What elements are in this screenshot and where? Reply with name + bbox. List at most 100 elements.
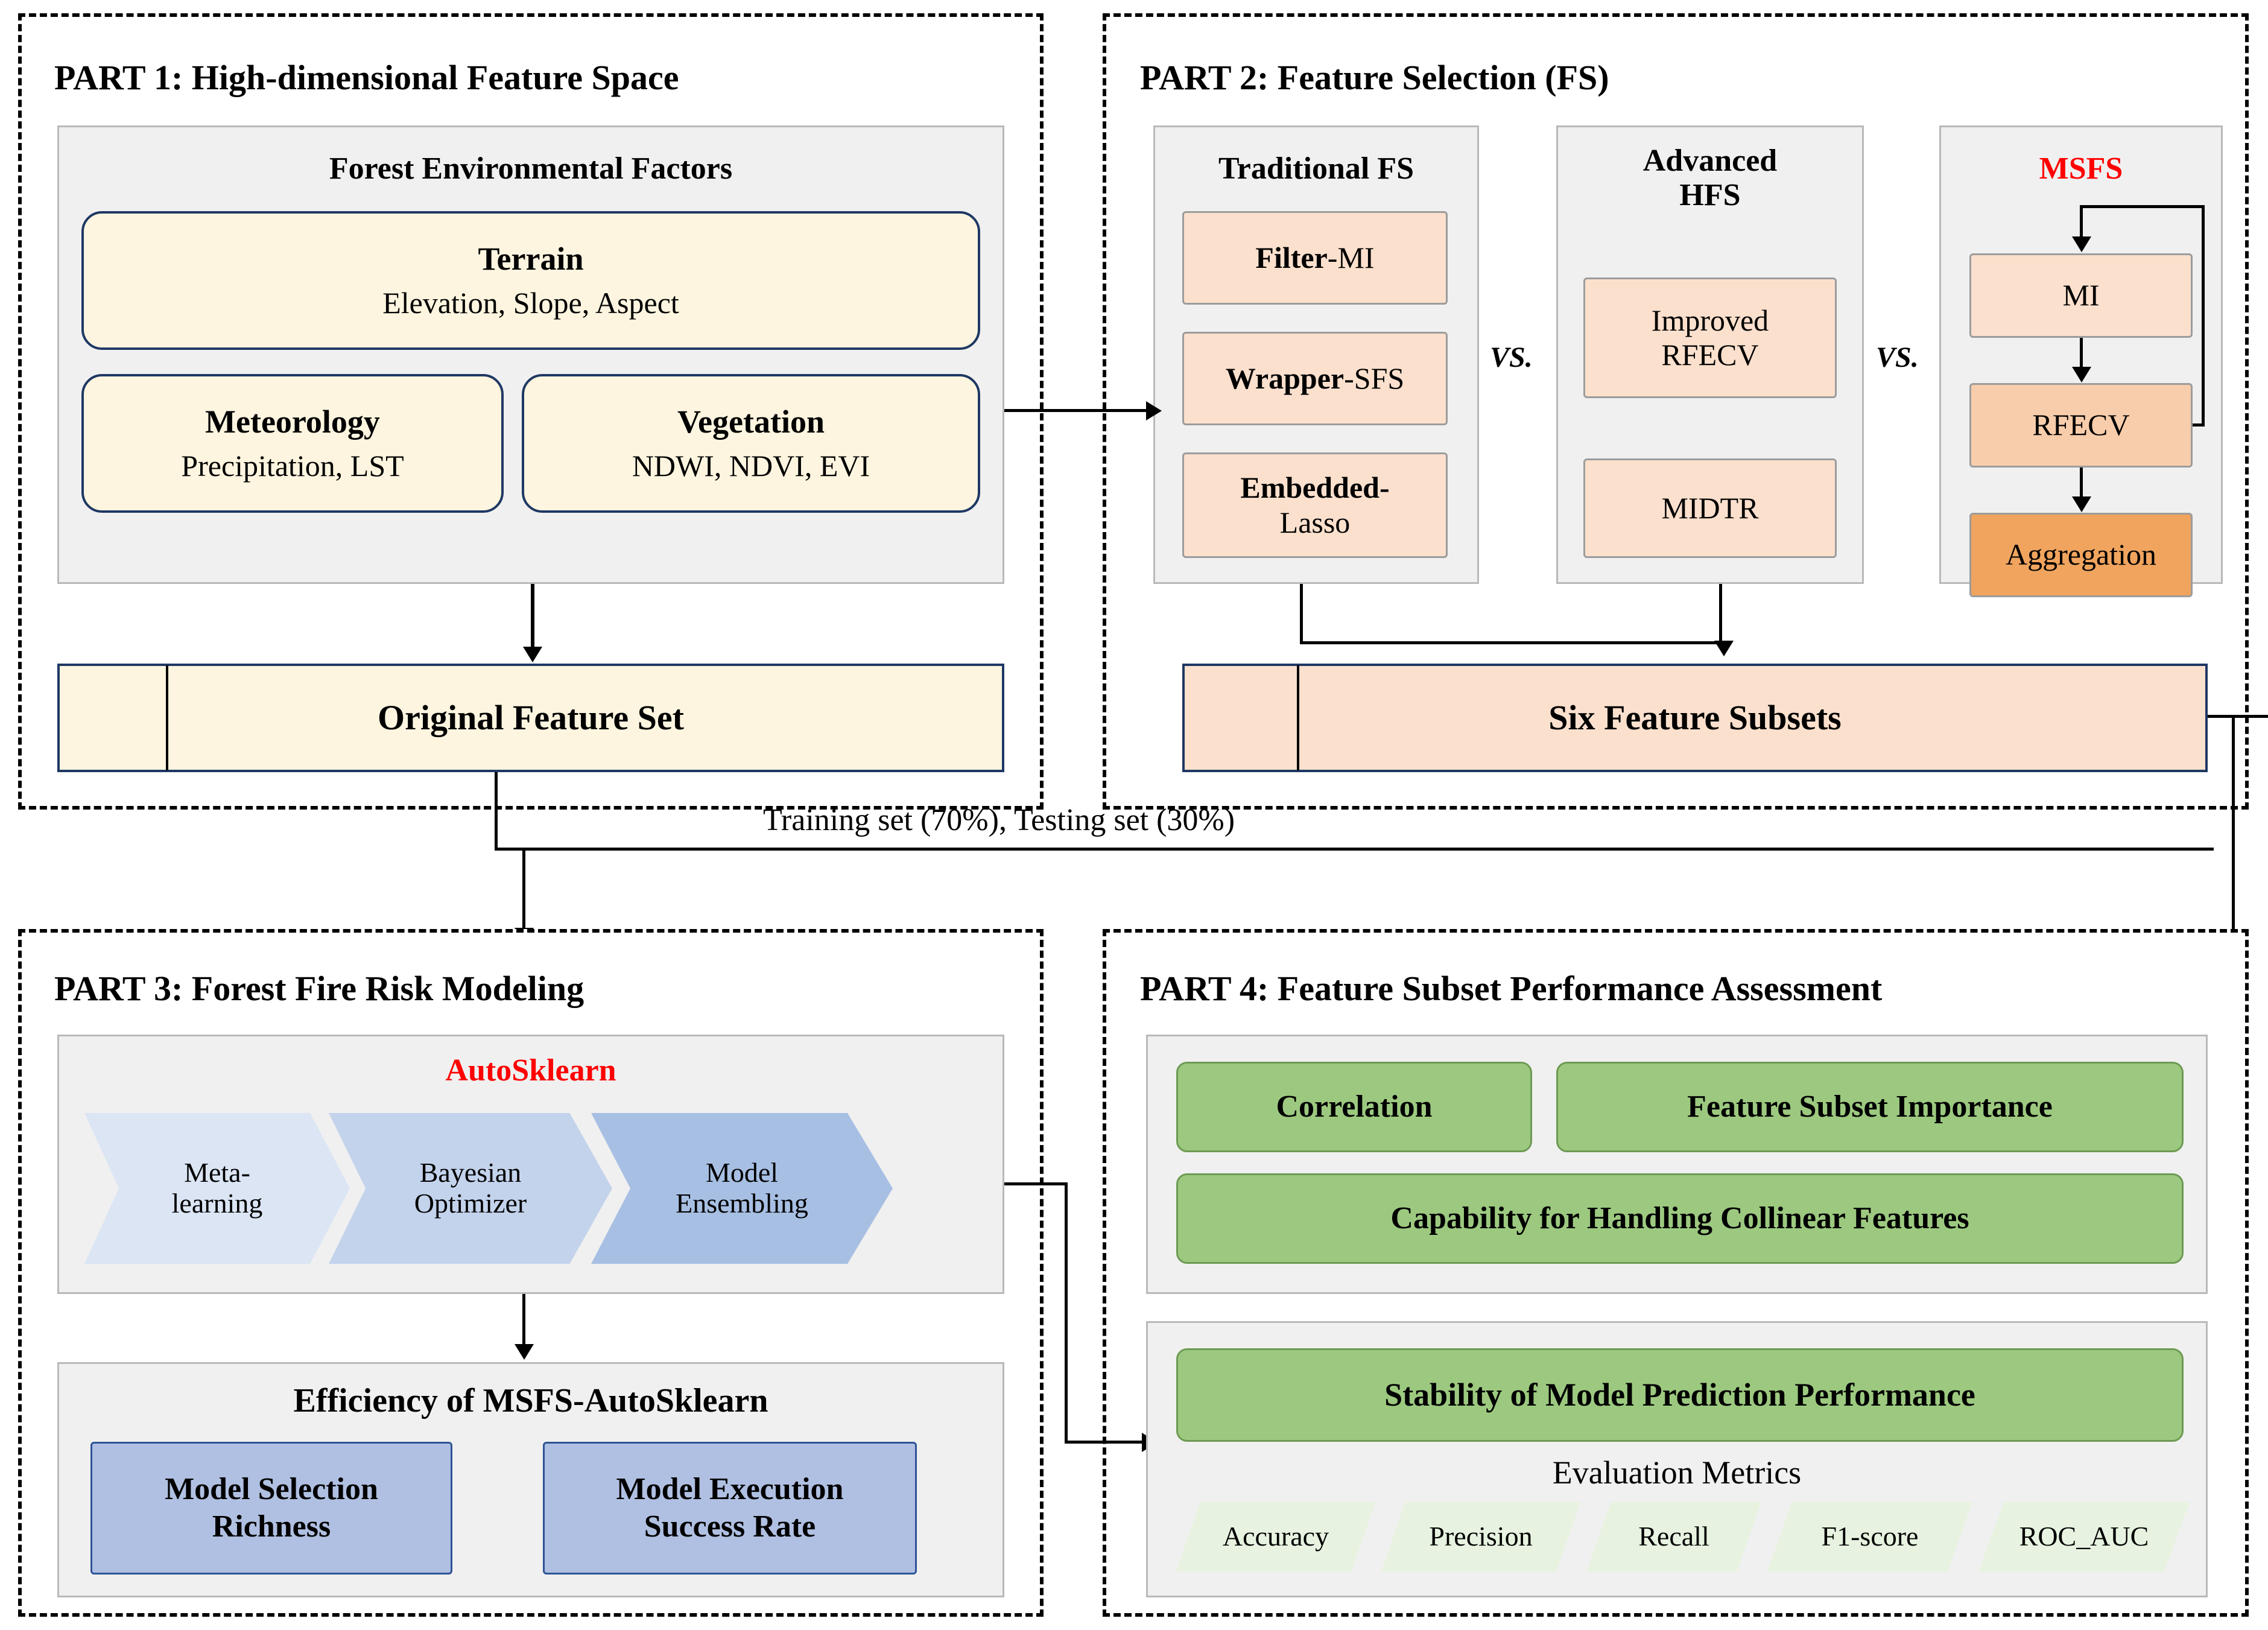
msfs-heading: MSFS [2039, 151, 2123, 186]
autosklearn-title: AutoSklearn [445, 1053, 616, 1088]
stability-label: Stability of Model Prediction Performanc… [1384, 1377, 1975, 1413]
msfs-loop-right [2202, 205, 2205, 425]
meta-learning-line1: Meta- [184, 1157, 250, 1188]
improved-rfecv-box: Improved RFECV [1583, 277, 1837, 398]
embedded-lasso-rest: Lasso [1279, 505, 1351, 539]
filter-mi-rest: -MI [1327, 240, 1375, 274]
embedded-lasso-bold: Embedded- [1240, 471, 1390, 504]
bayesian-optimizer-chevron: Bayesian Optimizer [329, 1113, 612, 1264]
msfs-mi-label: MI [2062, 278, 2100, 312]
collinear-features-label: Capability for Handling Collinear Featur… [1390, 1201, 1969, 1236]
advanced-hfs-heading-line2: HFS [1679, 178, 1741, 213]
metric-recall: Recall [1586, 1502, 1761, 1571]
msfs-aggregation-box: Aggregation [1969, 513, 2193, 597]
terrain-heading: Terrain [478, 241, 584, 277]
part2-title: PART 2: Feature Selection (FS) [1140, 58, 1609, 97]
msfs-loop-top [2080, 205, 2203, 208]
model-ensembling-line2: Ensembling [676, 1188, 808, 1219]
metric-precision-label: Precision [1429, 1521, 1533, 1552]
advanced-hfs-heading-line1: Advanced [1642, 144, 1778, 178]
vegetation-box: Vegetation NDWI, NDVI, EVI [522, 374, 980, 513]
part1-to-part2-line [1004, 409, 1149, 412]
adv-down-line [1719, 584, 1722, 644]
part3-to-part4-line1 [1004, 1182, 1068, 1185]
meteorology-items: Precipitation, LST [181, 449, 404, 483]
forest-environmental-factors-title: Forest Environmental Factors [329, 151, 733, 186]
part4-title: PART 4: Feature Subset Performance Asses… [1140, 969, 1883, 1008]
wrapper-sfs-box: Wrapper-SFS [1182, 332, 1448, 425]
trad-down-line [1300, 584, 1303, 644]
filter-mi-bold: Filter [1255, 240, 1328, 274]
bayesian-optimizer-line1: Bayesian [419, 1157, 522, 1188]
bayesian-optimizer-line2: Optimizer [414, 1188, 527, 1219]
traditional-fs-heading: Traditional FS [1218, 151, 1414, 186]
part3-to-part4-line2 [1065, 1441, 1146, 1444]
stability-box: Stability of Model Prediction Performanc… [1176, 1348, 2184, 1442]
metric-accuracy: Accuracy [1176, 1502, 1375, 1571]
part1-title: PART 1: High-dimensional Feature Space [54, 58, 679, 97]
embedded-lasso-box: Embedded- Lasso [1182, 452, 1448, 558]
sfs-right-line [2208, 715, 2268, 718]
part1-to-part2-arrow [1146, 401, 1162, 420]
wrapper-sfs-bold: Wrapper [1225, 361, 1345, 395]
metric-f1-score-label: F1-score [1821, 1521, 1919, 1552]
msfs-rfecv-label: RFECV [2032, 408, 2130, 442]
msfs-mi-box: MI [1969, 253, 2193, 338]
meta-learning-line2: learning [171, 1188, 263, 1219]
vs-label-1: VS. [1490, 341, 1533, 373]
feature-subset-importance-box: Feature Subset Importance [1556, 1062, 2184, 1152]
model-selection-richness-line1: Model Selection [165, 1471, 378, 1506]
msfs-entry-arrow [2072, 236, 2091, 252]
metric-roc-auc-label: ROC_AUC [2019, 1521, 2149, 1552]
msfs-mi-to-rfecv-line [2080, 338, 2083, 371]
six-feature-subsets-divider [1297, 665, 1299, 770]
vegetation-heading: Vegetation [677, 404, 825, 440]
part2-merge-line [1300, 641, 1722, 644]
msfs-mi-to-rfecv-arrow [2072, 367, 2091, 382]
meteorology-heading: Meteorology [205, 404, 380, 440]
efficiency-title: Efficiency of MSFS-AutoSklearn [293, 1382, 768, 1419]
model-ensembling-line1: Model [705, 1157, 779, 1188]
part2-merge-arrow [1714, 641, 1734, 656]
msfs-aggregation-label: Aggregation [2006, 538, 2156, 572]
improved-rfecv-line2: RFECV [1661, 338, 1759, 372]
part3-internal-arrow [515, 1344, 534, 1360]
model-execution-success-rate-box: Model Execution Success Rate [543, 1442, 917, 1575]
six-feature-subsets-box: Six Feature Subsets [1182, 664, 2208, 772]
part1-arrowhead [523, 647, 542, 662]
msfs-rfecv-to-agg-line [2080, 468, 2083, 501]
metric-roc-auc: ROC_AUC [1978, 1502, 2190, 1571]
model-selection-richness-line2: Richness [212, 1509, 331, 1544]
six-feature-subsets-label: Six Feature Subsets [1548, 697, 1842, 737]
part3-to-part4-vertical [1065, 1182, 1068, 1442]
terrain-items: Elevation, Slope, Aspect [382, 286, 679, 320]
original-feature-set-label: Original Feature Set [378, 697, 684, 737]
msfs-entry-line [2080, 205, 2083, 241]
part1-panel [57, 125, 1004, 584]
metric-precision: Precision [1381, 1502, 1580, 1571]
model-selection-richness-box: Model Selection Richness [90, 1442, 452, 1575]
evaluation-metrics-label: Evaluation Metrics [1552, 1454, 1802, 1491]
part3-title: PART 3: Forest Fire Risk Modeling [54, 969, 584, 1008]
correlation-box: Correlation [1176, 1062, 1532, 1152]
vegetation-items: NDWI, NDVI, EVI [632, 449, 870, 483]
split-horizontal-line [495, 848, 2214, 851]
wrapper-sfs-rest: -SFS [1344, 361, 1405, 395]
meteorology-box: Meteorology Precipitation, LST [81, 374, 504, 513]
model-ensembling-chevron: Model Ensembling [591, 1113, 893, 1264]
msfs-loop-bottom [2193, 423, 2205, 427]
metric-recall-label: Recall [1638, 1521, 1709, 1552]
metric-accuracy-label: Accuracy [1222, 1521, 1329, 1552]
collinear-features-box: Capability for Handling Collinear Featur… [1176, 1173, 2184, 1264]
original-feature-set-box: Original Feature Set [57, 664, 1004, 772]
midtr-box: MIDTR [1583, 458, 1837, 558]
msfs-rfecv-to-agg-arrow [2072, 496, 2091, 512]
ofs-down-line [495, 772, 498, 851]
part3-internal-line [522, 1294, 525, 1348]
filter-mi-box: Filter-MI [1182, 211, 1448, 305]
part1-vertical-connector [531, 584, 534, 650]
metric-f1-score: F1-score [1767, 1502, 1972, 1571]
model-execution-success-rate-line1: Model Execution [616, 1471, 844, 1506]
split-to-part3-line [522, 848, 525, 932]
